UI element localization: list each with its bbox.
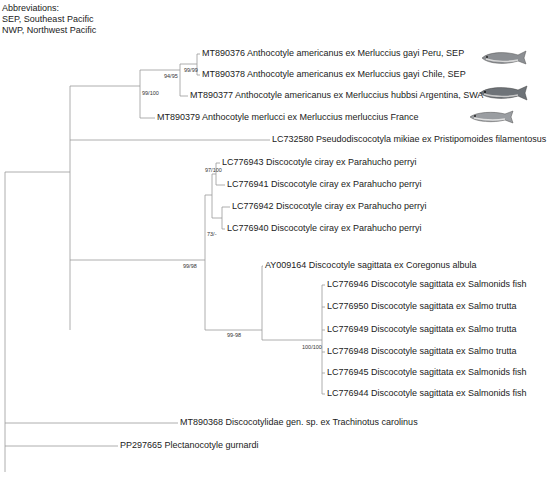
taxon-label: MT890368 Discocotylidae gen. sp. ex Trac…: [180, 417, 418, 428]
support-value: 99-98: [227, 332, 241, 339]
support-value: 73/-: [207, 231, 216, 238]
abbreviation-note: NWP, Northwest Pacific: [2, 25, 96, 36]
taxon-label: LC776944 Discocotyle sagittata ex Salmon…: [327, 388, 527, 399]
fish-icon: [480, 86, 527, 100]
support-value: 99/100: [142, 90, 159, 97]
fish-icon: [482, 51, 526, 64]
taxon-label: MT890377 Anthocotyle americanus ex Merlu…: [190, 90, 483, 101]
taxon-label: MT890378 Anthocotyle americanus ex Merlu…: [202, 69, 466, 80]
support-value: 97/100: [205, 167, 222, 174]
taxon-label: PP297665 Plectanocotyle gurnardi: [120, 440, 259, 451]
support-value: 99/98: [183, 263, 197, 270]
taxon-label: LC776950 Discocotyle sagittata ex Salmo …: [327, 301, 517, 312]
support-value: 99/99: [184, 67, 198, 74]
support-value: 100/100: [302, 344, 322, 351]
taxon-label: LC776945 Discocotyle sagittata ex Salmon…: [327, 367, 527, 378]
support-value: 94/95: [164, 73, 178, 80]
taxon-label: LC776940 Discocotyle ciray ex Parahucho …: [227, 223, 422, 234]
taxon-label: LC776946 Discocotyle sagittata ex Salmon…: [327, 279, 527, 290]
taxon-label: MT890379 Anthocotyle merlucci ex Merlucc…: [157, 112, 419, 123]
fish-illustrations: [470, 51, 527, 123]
taxon-label: LC776949 Discocotyle sagittata ex Salmo …: [327, 324, 517, 335]
taxon-label: MT890376 Anthocotyle americanus ex Merlu…: [202, 48, 464, 59]
legend-heading: Abbreviations:: [2, 3, 59, 14]
taxon-label: LC776948 Discocotyle sagittata ex Salmo …: [327, 346, 517, 357]
taxon-label: LC776941 Discocotyle ciray ex Parahucho …: [227, 179, 422, 190]
taxon-label: LC732580 Pseudodiscocotyla mikiae ex Pri…: [272, 134, 546, 145]
taxon-label: AY009164 Discocotyle sagittata ex Corego…: [265, 260, 476, 271]
taxon-label: LC776942 Discocotyle ciray ex Parahucho …: [232, 201, 427, 212]
fish-icon: [470, 111, 513, 123]
abbreviation-note: SEP, Southeast Pacific: [2, 14, 93, 25]
taxon-label: LC776943 Discocotyle ciray ex Parahucho …: [222, 157, 417, 168]
